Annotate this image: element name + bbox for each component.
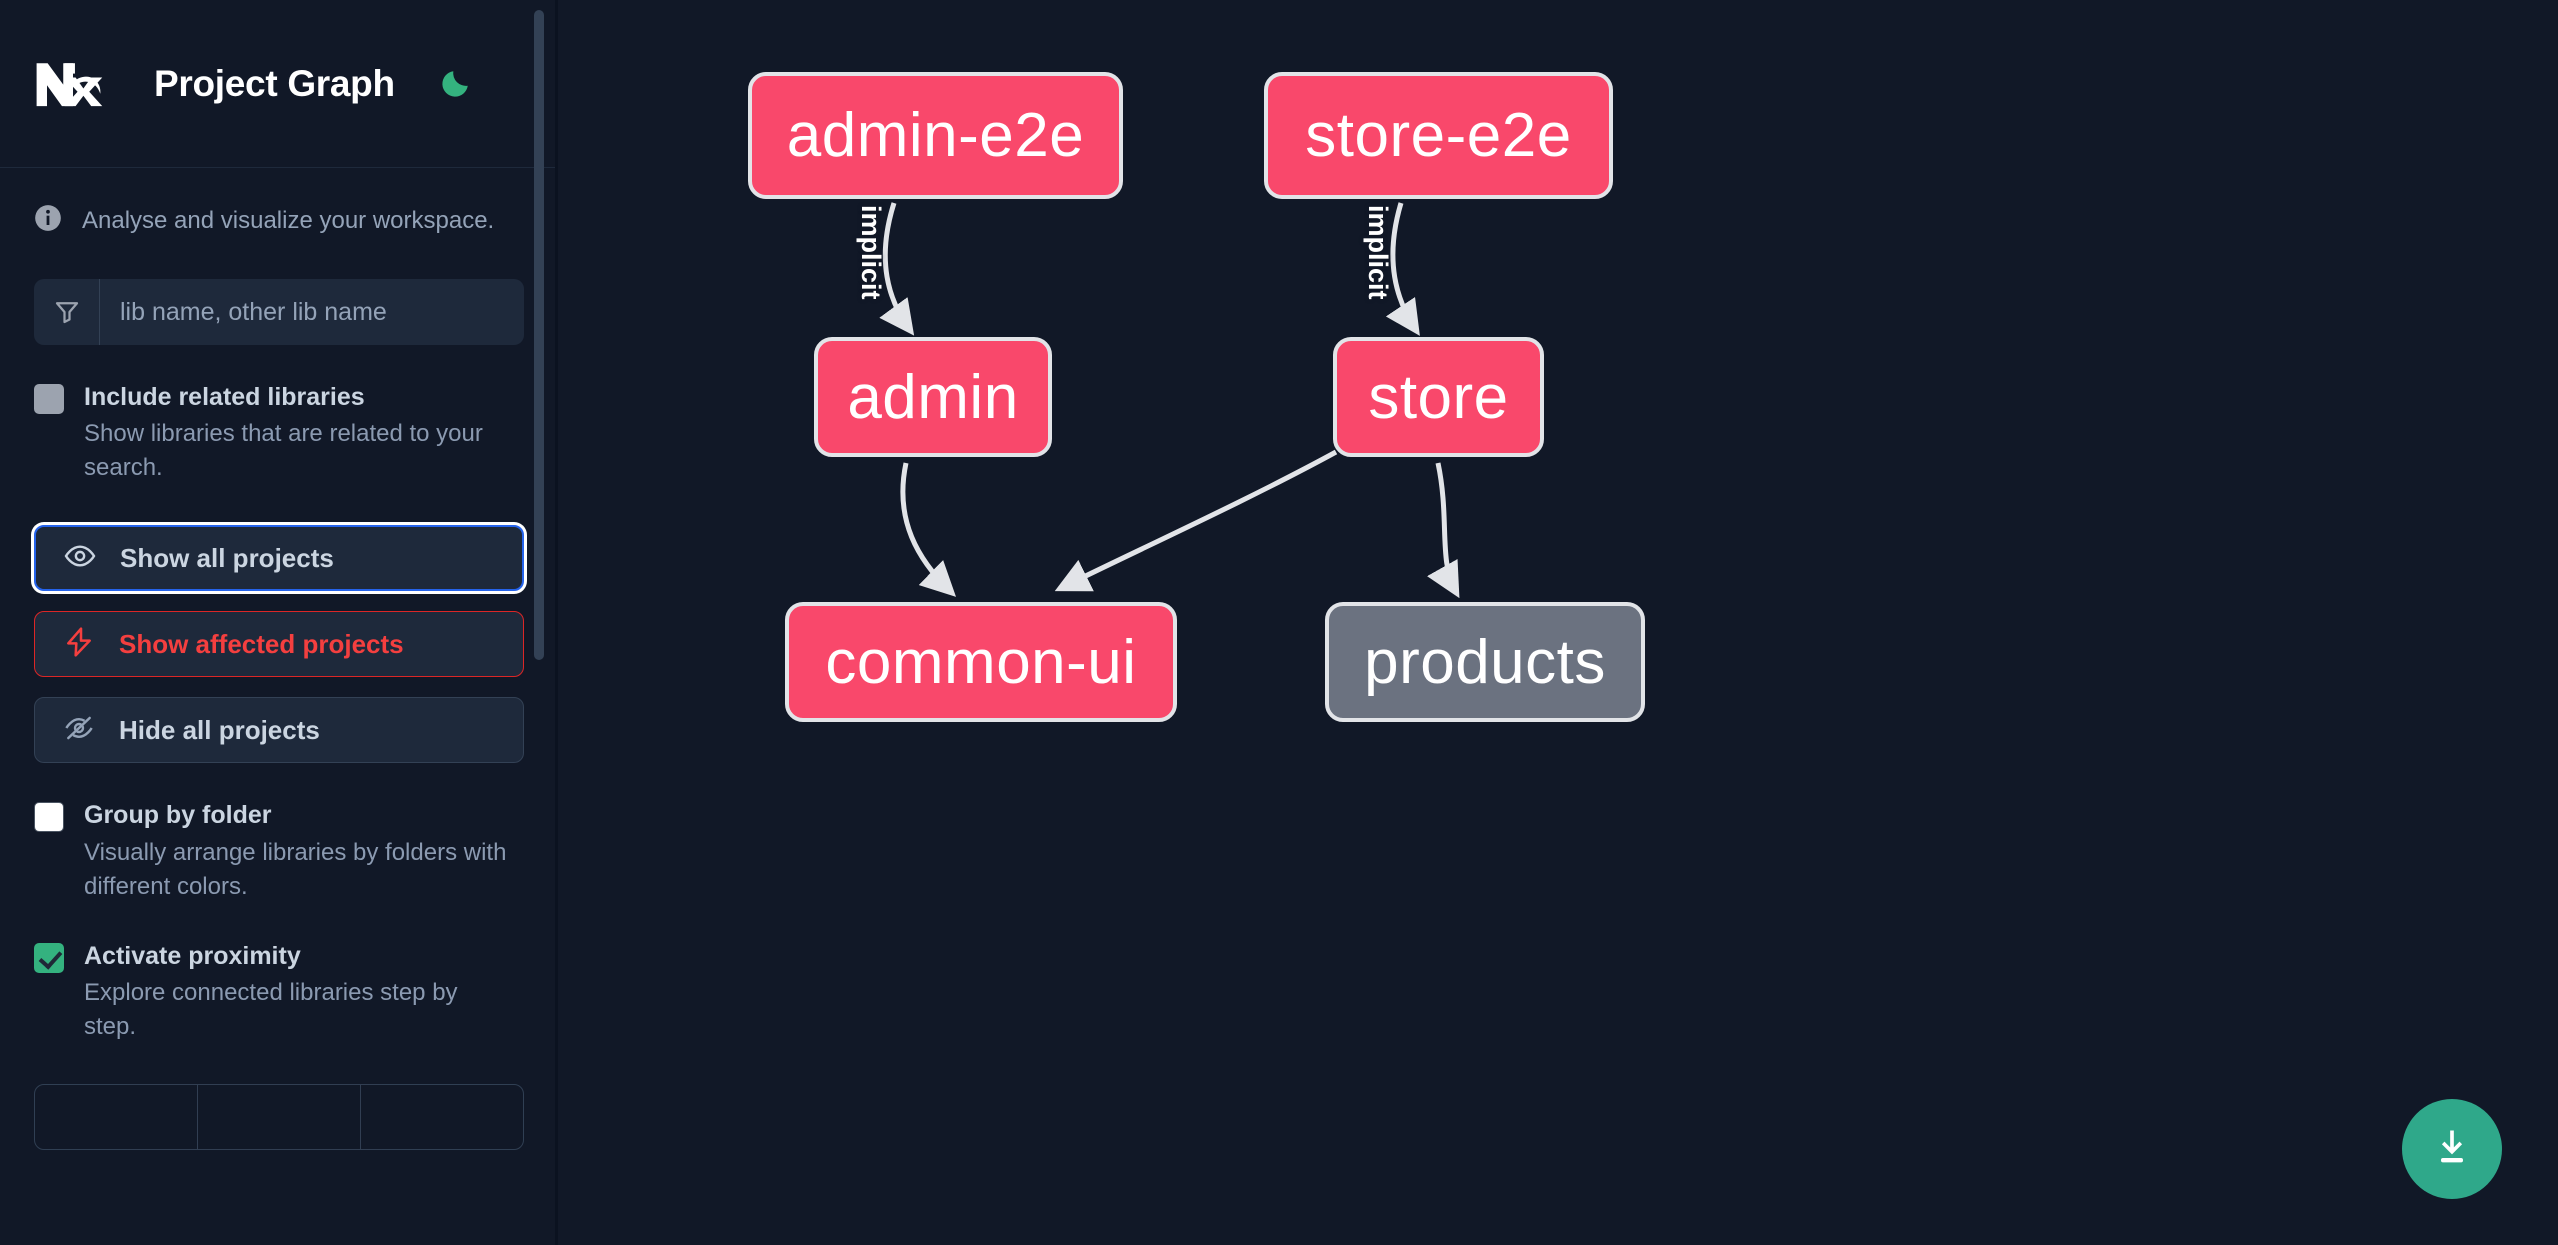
graph-node-store-e2e[interactable]: store-e2e — [1264, 72, 1613, 199]
show-affected-projects-button[interactable]: Show affected projects — [34, 611, 524, 678]
info-icon — [34, 204, 62, 237]
sidebar-divider — [555, 0, 558, 1245]
edge-admin-e2e-admin — [879, 202, 915, 336]
stepper-segment[interactable] — [198, 1085, 361, 1150]
include-related-libraries-checkbox[interactable] — [34, 384, 64, 414]
graph-node-admin-e2e[interactable]: admin-e2e — [748, 72, 1123, 199]
download-button[interactable] — [2402, 1099, 2502, 1199]
edge-store-common-ui — [1054, 449, 1338, 592]
visibility-button-group: Show all projects Show affected projects — [34, 525, 524, 764]
stepper-segment[interactable] — [35, 1085, 198, 1150]
option-include-related-libraries[interactable]: Include related libraries Show libraries… — [0, 379, 558, 485]
option-description: Explore connected libraries step by step… — [84, 979, 458, 1041]
sidebar-scrollbar[interactable] — [534, 10, 544, 660]
search-box[interactable] — [34, 279, 524, 345]
edge-label-implicit-store: implicit — [1363, 205, 1393, 300]
sidebar-header: Project Graph — [0, 0, 558, 168]
moon-icon[interactable] — [433, 62, 477, 106]
page-title: Project Graph — [154, 62, 395, 104]
option-activate-proximity[interactable]: Activate proximity Explore connected lib… — [0, 938, 558, 1044]
stepper-segment[interactable] — [361, 1085, 523, 1149]
option-title: Group by folder — [84, 801, 272, 830]
show-affected-projects-label: Show affected projects — [119, 628, 404, 659]
option-title: Activate proximity — [84, 941, 301, 970]
edge-label-implicit-admin: implicit — [856, 205, 886, 300]
graph-canvas[interactable]: implicit implicit admin-e2e store-e2e ad… — [558, 0, 2558, 1245]
download-icon — [2430, 1125, 2474, 1174]
show-all-projects-button[interactable]: Show all projects — [34, 525, 524, 592]
option-title: Include related libraries — [84, 383, 365, 411]
eye-icon — [64, 540, 96, 577]
graph-edges — [879, 202, 1460, 599]
group-by-folder-checkbox[interactable] — [34, 802, 64, 833]
activate-proximity-checkbox[interactable] — [34, 942, 64, 973]
search-input[interactable] — [100, 279, 524, 345]
proximity-stepper-control[interactable] — [34, 1084, 524, 1151]
graph-node-store[interactable]: store — [1333, 337, 1544, 457]
graph-node-admin[interactable]: admin — [814, 337, 1052, 457]
filter-funnel-icon — [34, 279, 100, 345]
sidebar: Project Graph Analyse and visualize your… — [0, 0, 558, 1245]
nx-logo-icon — [34, 58, 112, 110]
show-all-projects-label: Show all projects — [120, 542, 334, 573]
option-group-by-folder[interactable]: Group by folder Visually arrange librari… — [0, 797, 558, 903]
graph-node-products[interactable]: products — [1325, 602, 1645, 722]
edge-store-products — [1427, 462, 1460, 599]
tagline: Analyse and visualize your workspace. — [0, 168, 558, 237]
hide-all-projects-button[interactable]: Hide all projects — [34, 697, 524, 764]
tagline-text: Analyse and visualize your workspace. — [82, 206, 495, 234]
edge-admin-common-ui — [900, 462, 957, 597]
lightning-bolt-icon — [63, 626, 95, 663]
eye-off-icon — [63, 712, 95, 749]
hide-all-projects-label: Hide all projects — [119, 714, 320, 745]
option-description: Show libraries that are related to your … — [84, 420, 483, 482]
graph-node-common-ui[interactable]: common-ui — [785, 602, 1177, 722]
option-description: Visually arrange libraries by folders wi… — [84, 838, 507, 900]
edge-store-e2e-store — [1385, 202, 1420, 336]
